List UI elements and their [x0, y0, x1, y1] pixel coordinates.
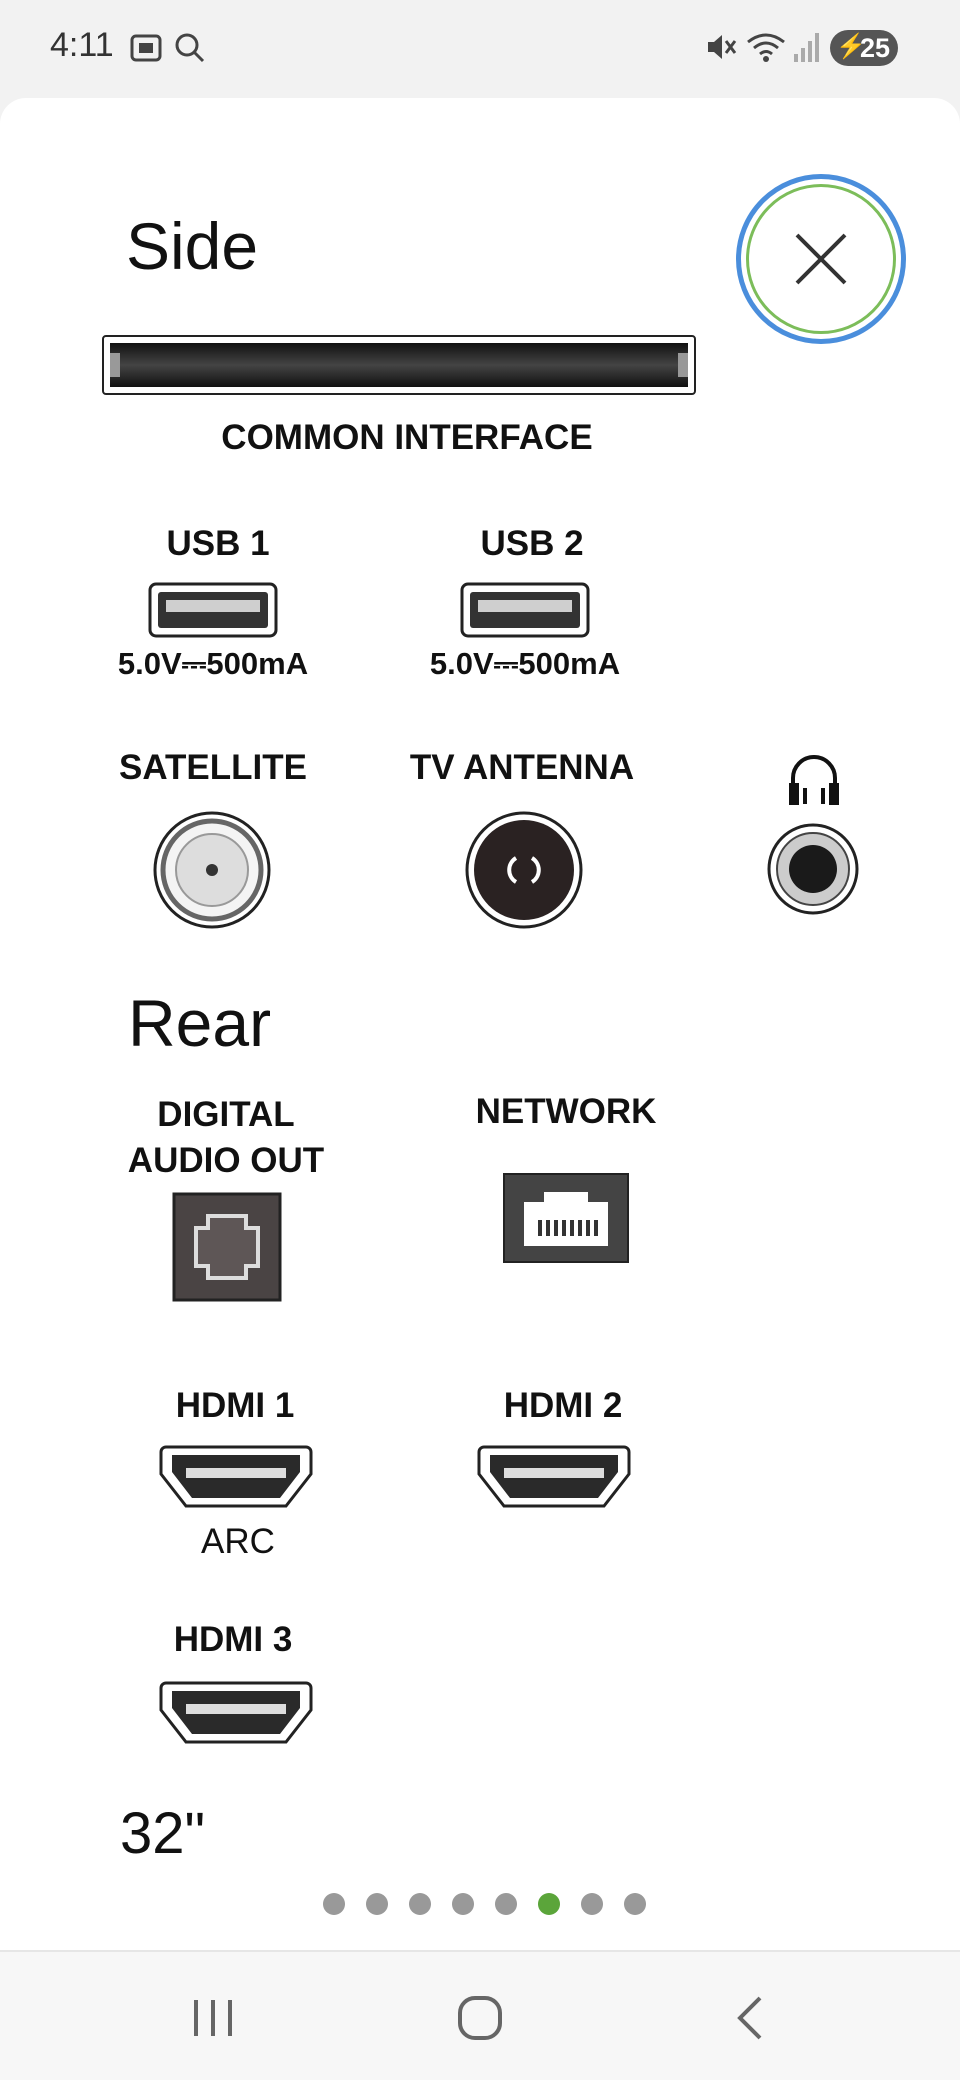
page-dot-active[interactable]: [537, 1893, 560, 1915]
status-bar: 4:11 ⚡ 25: [0, 0, 960, 96]
page-dot[interactable]: [623, 1893, 646, 1915]
page-dot[interactable]: [494, 1893, 517, 1915]
hdmi1-arc-label: ARC: [201, 1522, 275, 1561]
status-time: 4:11: [50, 26, 114, 64]
battery-charging-icon: ⚡ 25: [830, 30, 898, 66]
close-icon: [795, 233, 847, 285]
optical-port-icon: [172, 1192, 282, 1302]
search-icon: [175, 33, 205, 63]
page-indicator: [0, 1893, 960, 1915]
hdmi1-label: HDMI 1: [175, 1386, 295, 1425]
wifi-icon: [747, 33, 785, 62]
tv-antenna-label: TV ANTENNA: [409, 748, 635, 787]
usb2-spec: 5.0V⎓500mA: [429, 646, 621, 681]
headphone-icon: [789, 755, 839, 805]
mute-icon: [708, 35, 737, 59]
hdmi2-port-icon: [477, 1445, 631, 1508]
system-nav-bar: [0, 1950, 960, 2080]
usb2-port-icon: [460, 582, 590, 638]
usb1-port-icon: [148, 582, 278, 638]
usb2-label: USB 2: [480, 524, 584, 563]
hdmi2-label: HDMI 2: [503, 1386, 623, 1425]
tv-antenna-port-icon: [465, 811, 583, 929]
network-port-icon: [503, 1173, 629, 1263]
page-dot[interactable]: [580, 1893, 603, 1915]
usb1-label: USB 1: [166, 524, 270, 563]
page-dot[interactable]: [451, 1893, 474, 1915]
battery-level: 25: [859, 32, 890, 63]
page-dot[interactable]: [322, 1893, 345, 1915]
connections-sheet: [0, 98, 960, 1950]
page-dot[interactable]: [365, 1893, 388, 1915]
hdmi1-port-icon: [159, 1445, 313, 1508]
close-button[interactable]: [736, 174, 906, 344]
usb1-spec: 5.0V⎓500mA: [117, 646, 309, 681]
home-icon[interactable]: [456, 1994, 504, 2042]
screenshot-icon: [130, 34, 162, 62]
page-dot[interactable]: [408, 1893, 431, 1915]
digital-audio-out-label: DIGITAL AUDIO OUT: [127, 1095, 325, 1180]
hdmi3-port-icon: [159, 1681, 313, 1744]
recents-icon[interactable]: [190, 1996, 236, 2040]
common-interface-slot-icon: [102, 335, 696, 395]
rear-title: Rear: [128, 986, 272, 1060]
common-interface-label: COMMON INTERFACE: [221, 418, 593, 457]
signal-icon: [794, 33, 819, 62]
hdmi3-label: HDMI 3: [173, 1620, 293, 1659]
network-label: NETWORK: [475, 1092, 657, 1131]
headphone-port-icon: [767, 823, 859, 915]
satellite-port-icon: [153, 811, 271, 929]
tv-size-label: 32": [120, 1801, 206, 1866]
satellite-label: SATELLITE: [119, 748, 307, 787]
back-icon[interactable]: [730, 1994, 770, 2042]
side-title: Side: [126, 209, 259, 283]
